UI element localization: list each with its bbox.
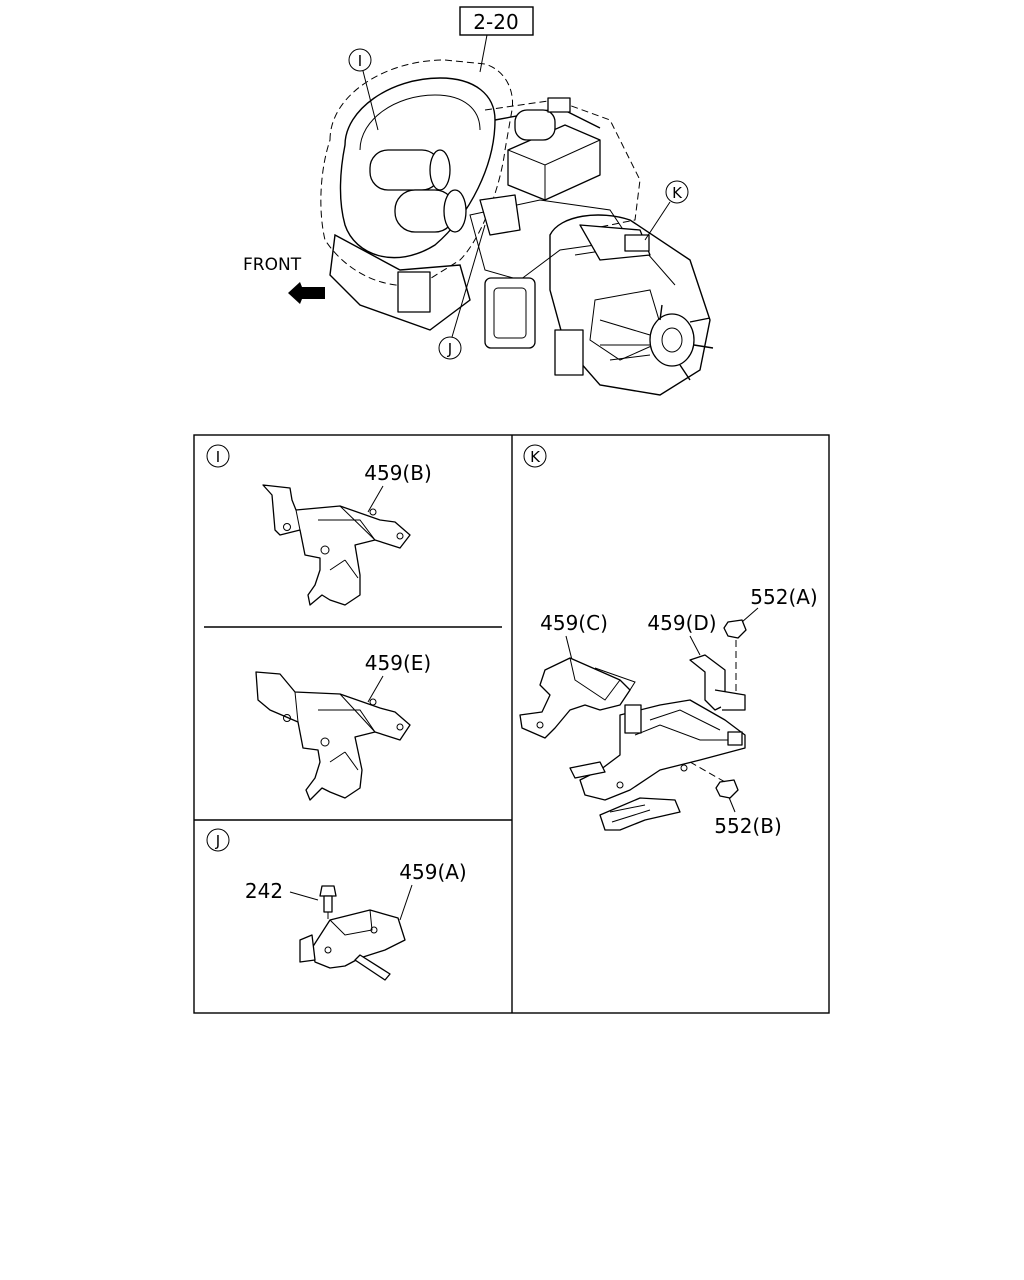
detail-panels-frame [193,434,830,1014]
part-label-459d[interactable]: 459(D) [647,611,716,635]
bracket-459d [689,654,746,711]
front-arrow-icon [288,282,325,304]
panel-j-letter: J [206,828,230,852]
part-label-242[interactable]: 242 [245,879,283,903]
bracket-459b [262,484,411,606]
svg-text:K: K [530,448,541,466]
bracket-459a [299,909,406,981]
callout-j[interactable]: J [438,224,486,360]
bracket-459e [255,671,411,801]
svg-text:I: I [358,52,362,70]
part-label-459b[interactable]: 459(B) [364,461,432,485]
part-label-459c[interactable]: 459(C) [540,611,608,635]
panel-i-letter: I [206,444,230,468]
bracket-459c [519,657,636,739]
svg-text:J: J [215,832,220,850]
nut-552a [723,619,747,700]
panel-k-letter: K [523,444,547,468]
svg-text:2-20: 2-20 [473,10,518,34]
transmission-assembly [320,59,714,396]
figure-reference-box[interactable]: 2-20 [459,6,534,36]
part-label-552a[interactable]: 552(A) [750,585,817,609]
nut-552b [689,761,739,799]
callout-i[interactable]: I [348,48,379,131]
svg-text:J: J [447,340,452,358]
svg-text:K: K [672,184,683,202]
part-label-459a[interactable]: 459(A) [399,860,466,884]
part-label-459e[interactable]: 459(E) [365,651,431,675]
svg-text:I: I [216,448,220,466]
main-bracket-assembly [569,699,746,831]
part-label-552b[interactable]: 552(B) [714,814,782,838]
front-label: FRONT [243,255,302,275]
callout-k[interactable]: K [644,180,689,241]
